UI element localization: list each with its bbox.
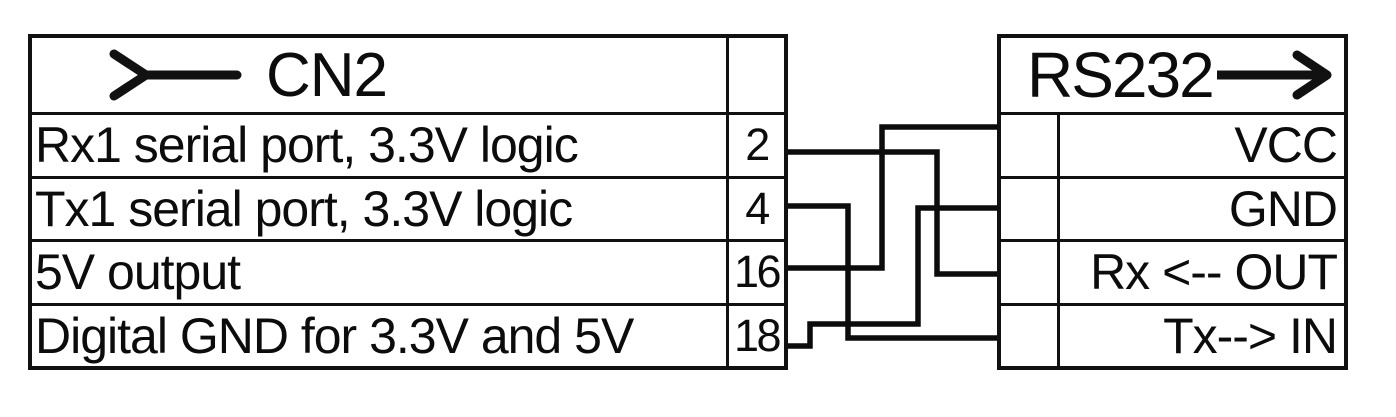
rs232-title: RS232 — [1027, 39, 1215, 111]
cn2-pin-number: 16 — [726, 242, 784, 303]
cn2-pin-number: 4 — [726, 178, 784, 239]
rs232-wire-stub-cell — [1001, 242, 1060, 303]
rs232-row-vcc: VCC — [1001, 112, 1344, 176]
cn2-row-rx1: Rx1 serial port, 3.3V logic 2 — [32, 112, 784, 176]
wire-pin18-to-gnd — [783, 205, 1002, 349]
cn2-header-cell: CN2 — [32, 38, 726, 112]
rs232-header-cell: RS232 — [1001, 38, 1344, 112]
cn2-row-label: Digital GND for 3.3V and 5V — [35, 307, 634, 364]
cn2-pin-number: 18 — [726, 305, 784, 366]
cn2-row-gnd: Digital GND for 3.3V and 5V 18 — [32, 302, 784, 366]
rs232-wire-stub-cell — [1001, 115, 1060, 176]
wire-pin4-to-tx-in — [783, 203, 1002, 341]
cn2-row-label: Tx1 serial port, 3.3V logic — [35, 180, 573, 237]
wire-pin16-to-vcc — [783, 124, 1002, 271]
cn2-row-5v: 5V output 16 — [32, 239, 784, 303]
cn2-table: CN2 Rx1 serial port, 3.3V logic 2 Tx1 se… — [28, 34, 788, 370]
cn2-pin-header-cell — [726, 38, 784, 112]
rs232-row-rx-out: Rx <-- OUT — [1001, 239, 1344, 303]
wire-pin2-to-rx-out — [783, 149, 1002, 277]
cn2-row-label: Rx1 serial port, 3.3V logic — [35, 117, 579, 174]
cn2-row-tx1: Tx1 serial port, 3.3V logic 4 — [32, 175, 784, 239]
arrow-right-icon — [1216, 50, 1332, 100]
connector-chevron-icon — [109, 49, 242, 101]
rs232-row-gnd: GND — [1001, 175, 1344, 239]
rs232-row-label: Tx--> IN — [1163, 307, 1338, 364]
cn2-row-label: 5V output — [35, 244, 241, 301]
cn2-title: CN2 — [266, 40, 388, 110]
rs232-wire-stub-cell — [1001, 305, 1060, 366]
rs232-wire-stub-cell — [1001, 178, 1060, 239]
cn2-pin-number: 2 — [726, 115, 784, 176]
rs232-row-label: VCC — [1234, 117, 1338, 174]
rs232-table: RS232 VCC GND Rx <-- OUT Tx--> IN — [997, 34, 1348, 370]
rs232-row-label: GND — [1228, 180, 1338, 237]
cn2-header-row: CN2 — [32, 38, 784, 112]
rs232-header-row: RS232 — [1001, 38, 1344, 112]
rs232-row-label: Rx <-- OUT — [1090, 244, 1338, 301]
rs232-row-tx-in: Tx--> IN — [1001, 302, 1344, 366]
